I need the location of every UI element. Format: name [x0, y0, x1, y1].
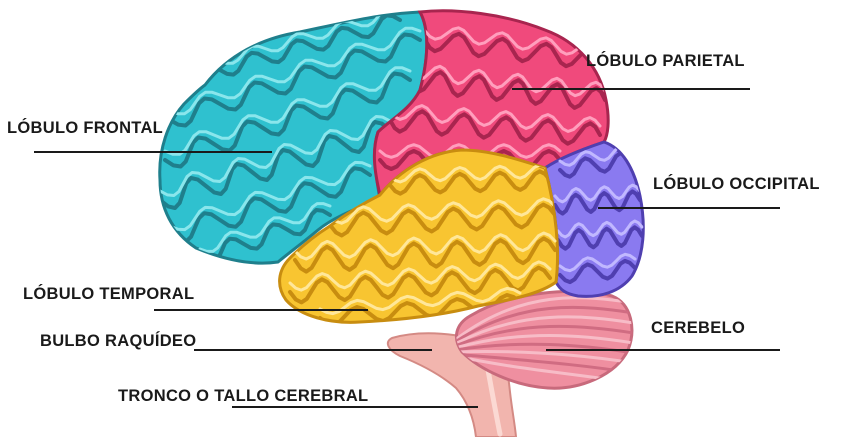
- label-occipital-lobe: LÓBULO OCCIPITAL: [653, 176, 820, 193]
- label-temporal-lobe: LÓBULO TEMPORAL: [23, 286, 194, 303]
- leader-temporal-lobe: [154, 309, 368, 311]
- label-medulla: BULBO RAQUÍDEO: [40, 333, 196, 350]
- label-brainstem: TRONCO O TALLO CEREBRAL: [118, 388, 368, 405]
- leader-cerebellum: [546, 349, 780, 351]
- leader-medulla: [194, 349, 432, 351]
- leader-parietal-lobe: [512, 88, 750, 90]
- label-cerebellum: CEREBELO: [651, 320, 745, 337]
- label-parietal-lobe: LÓBULO PARIETAL: [586, 53, 745, 70]
- leader-occipital-lobe: [598, 207, 780, 209]
- leader-frontal-lobe: [34, 151, 272, 153]
- label-frontal-lobe: LÓBULO FRONTAL: [7, 120, 163, 137]
- leader-brainstem: [232, 406, 478, 408]
